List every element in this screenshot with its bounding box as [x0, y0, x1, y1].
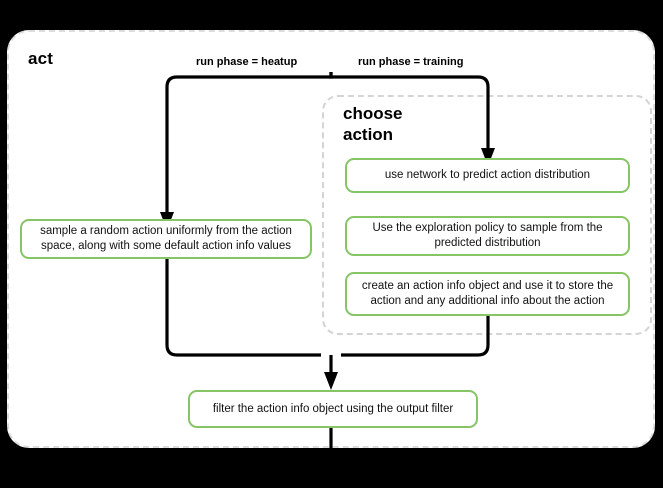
edge-label-training: run phase = training: [355, 56, 467, 68]
node-sample-random-action[interactable]: sample a random action uniformly from th…: [20, 219, 312, 259]
choose-action-group-title: choose action: [343, 103, 463, 145]
node-exploration-policy[interactable]: Use the exploration policy to sample fro…: [345, 216, 630, 256]
edge-label-heatup: run phase = heatup: [193, 56, 301, 68]
act-scope-title: act: [28, 49, 54, 68]
node-filter-output[interactable]: filter the action info object using the …: [188, 390, 478, 428]
choose-action-title-line1: choose: [343, 104, 403, 123]
node-create-action-info[interactable]: create an action info object and use it …: [345, 272, 630, 316]
choose-action-title-line2: action: [343, 125, 394, 144]
node-use-network[interactable]: use network to predict action distributi…: [345, 158, 630, 193]
